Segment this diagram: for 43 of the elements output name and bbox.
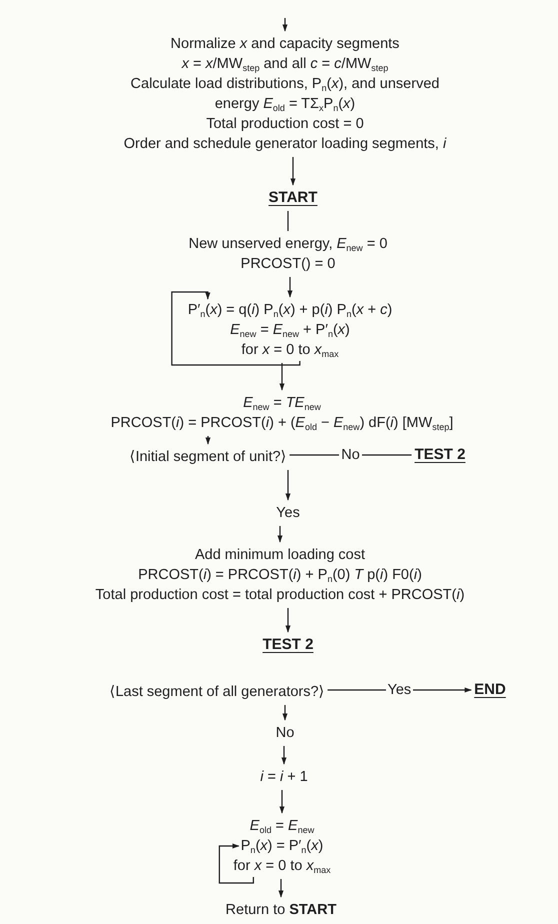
formula-text: for x = 0 to x$_{max}$	[240, 341, 340, 360]
arrow	[205, 436, 211, 445]
arrow	[281, 746, 287, 765]
arrow	[218, 843, 254, 884]
formula-text: Total production cost = total production cost + PRCOST(i)	[94, 586, 466, 605]
formula-text: Return to START	[224, 901, 338, 920]
formula-text: i = i + 1	[259, 768, 309, 787]
decision-text: ⟨Last segment of all generators?⟩	[108, 683, 326, 702]
arrow	[279, 363, 285, 391]
flow-label: TEST 2	[262, 635, 314, 655]
connector-line	[287, 211, 289, 231]
flow-label: END	[473, 680, 507, 700]
formula-text: Add minimum loading cost	[194, 546, 366, 565]
formula-text: Normalize x and capacity segments	[170, 35, 400, 54]
arrow	[290, 157, 296, 186]
decision-text: ⟨Initial segment of unit?⟩	[128, 448, 288, 467]
formula-text: x = x/MW$_{step}$ and all c = c/MW$_{step}$	[180, 55, 390, 74]
arrow	[277, 526, 283, 543]
formula-text: PRCOST() = 0	[240, 255, 336, 274]
arrow	[285, 608, 290, 633]
arrow	[278, 879, 284, 898]
formula-text: Calculate load distributions, P$_{n}$(x), and unserved energy E$_{old}$ = TΣ$_{x}$P$_{n}$(x)	[130, 75, 440, 114]
flow-label: START	[268, 188, 318, 208]
formula-text: P′$_{n}$(x) = q(i) P$_{n}$(x) + p(i) P$_{n}$(x + c)	[186, 301, 394, 320]
formula-text: E$_{new}$ = E$_{new}$ + P′$_{n}$(x)	[229, 321, 351, 340]
formula-text: for x = 0 to x$_{max}$	[232, 857, 332, 876]
formula-text: New unserved energy, E$_{new}$ = 0	[188, 235, 388, 254]
flow-label: TEST 2	[414, 445, 466, 465]
arrow	[282, 18, 288, 32]
formula-text: E$_{new}$ = TE$_{new}$	[242, 394, 322, 413]
arrow	[279, 790, 285, 814]
arrow	[287, 277, 293, 298]
arrow	[171, 291, 300, 366]
formula-text: E$_{old}$ = E$_{new}$	[248, 817, 316, 836]
formula-text: PRCOST(i) = PRCOST(i) + P$_{n}$(0) T p(i) F0(i)	[137, 566, 423, 585]
arrow	[282, 705, 288, 721]
formula-text: PRCOST(i) = PRCOST(i) + (E$_{old}$ − E$_{new}$) dF(i) [MW$_{step}$]	[110, 414, 454, 433]
formula-text: No	[274, 724, 296, 743]
formula-text: Yes	[275, 504, 301, 523]
formula-text: P$_{n}$(x) = P′$_{n}$(x)	[240, 837, 324, 856]
formula-text: Total production cost = 0	[205, 115, 365, 134]
formula-text: Order and schedule generator loading segments, i	[122, 135, 448, 154]
arrow	[285, 470, 291, 501]
